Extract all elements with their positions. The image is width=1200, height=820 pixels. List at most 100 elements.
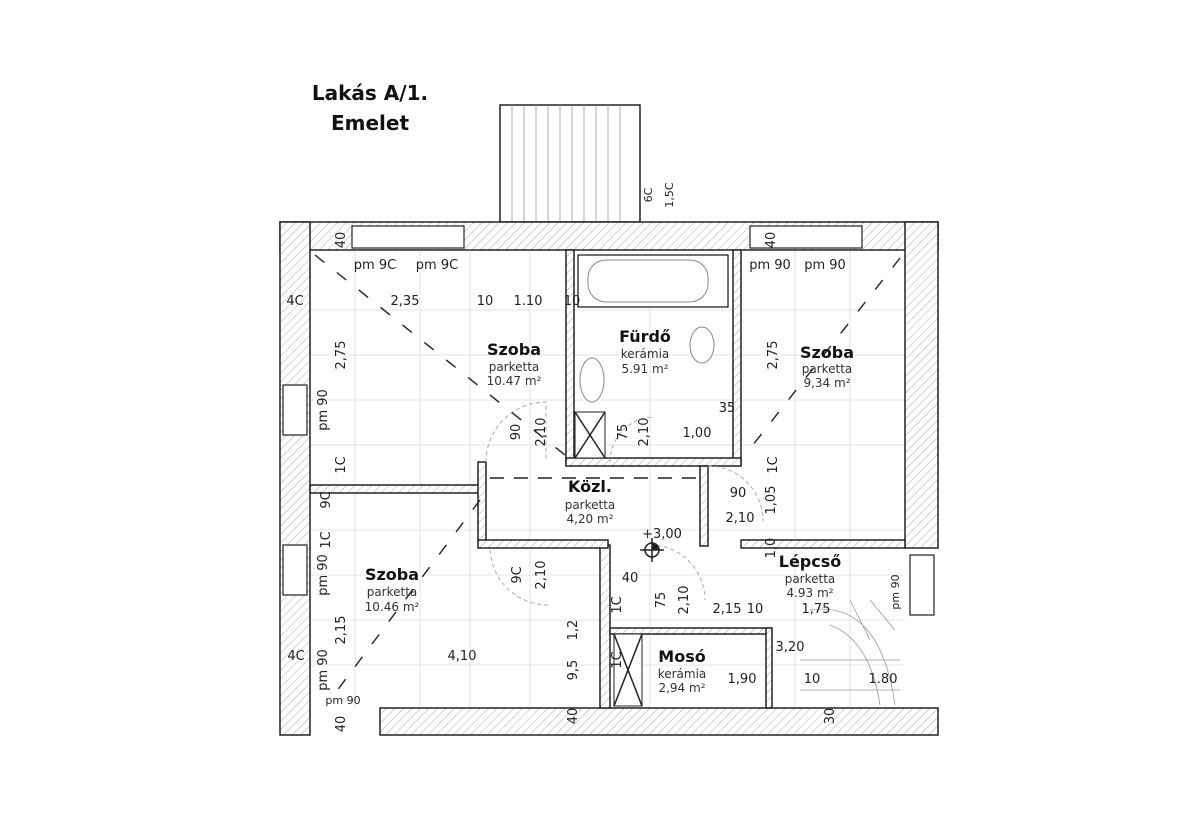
svg-text:kerámia: kerámia	[621, 347, 670, 361]
dimension-label: 2,10	[534, 561, 549, 590]
room-moso: Mosó kerámia 2,94 m²	[658, 647, 707, 695]
room-furdo: Fürdő kerámia 5.91 m²	[619, 327, 671, 376]
dimension-label: 1,90	[728, 672, 757, 687]
dimension-label: 1.10	[514, 294, 543, 309]
dimension-label: 9,5	[566, 660, 581, 681]
svg-text:10.46 m²: 10.46 m²	[365, 600, 420, 614]
dimension-label: pm 9C	[354, 258, 396, 273]
outer-walls	[279, 221, 939, 736]
dimension-label: 1C	[319, 531, 334, 548]
svg-text:10.47 m²: 10.47 m²	[487, 374, 542, 388]
dimension-label: 40	[334, 232, 349, 249]
room-szoba-1: Szoba parketta 10.47 m²	[487, 340, 542, 388]
dimension-label: 1,5C	[663, 182, 676, 207]
svg-text:Mosó: Mosó	[658, 647, 705, 666]
room-szoba-2: Szoba parketta 9,34 m²	[800, 343, 854, 390]
dimension-label: 9C	[510, 566, 525, 583]
door-swings	[485, 401, 764, 606]
dimension-label: 2,75	[766, 341, 781, 370]
shaft	[574, 411, 643, 707]
dimension-label: 4C	[287, 649, 304, 664]
plan-title-apartment: Lakás A/1.	[311, 81, 429, 105]
dimension-label: 2,10	[726, 511, 755, 526]
window	[282, 544, 308, 596]
svg-text:Szoba: Szoba	[800, 343, 854, 362]
window	[282, 384, 308, 436]
dimension-label: 1,0	[764, 538, 779, 559]
dimension-label: 1C	[766, 456, 781, 473]
balcony	[499, 104, 641, 223]
dimension-label: 90	[730, 486, 747, 501]
dimension-label: 10	[477, 294, 494, 309]
dimension-label: 30	[823, 708, 838, 725]
washbasin	[579, 357, 605, 403]
svg-text:parketta: parketta	[489, 360, 540, 374]
dimension-label: 6C	[642, 187, 655, 202]
dimension-label: 2,15	[713, 602, 742, 617]
svg-text:kerámia: kerámia	[658, 667, 707, 681]
dimension-label: 1C	[610, 596, 625, 613]
svg-text:Szoba: Szoba	[365, 565, 419, 584]
room-lepcso: Lépcső parketta 4.93 m²	[779, 552, 842, 600]
dimension-labels: pm 9C pm 9C 2,35 10 1.10 10 40 4C 2,75 p…	[286, 182, 902, 732]
dimension-label: 1,75	[802, 602, 831, 617]
dimension-label: 75	[654, 592, 669, 609]
dimension-label: 4,10	[448, 649, 477, 664]
staircase	[800, 599, 900, 706]
svg-text:parketta: parketta	[802, 362, 853, 376]
toilet	[689, 326, 715, 364]
dimension-label: 40	[334, 716, 349, 733]
dimension-label: pm 90	[316, 649, 331, 691]
window	[909, 554, 935, 616]
window	[351, 225, 465, 249]
plan-title: Lakás A/1. Emelet	[300, 78, 440, 138]
dimension-label: pm 9C	[416, 258, 458, 273]
svg-text:Szoba: Szoba	[487, 340, 541, 359]
window	[749, 225, 863, 249]
dimension-label: +3,00	[642, 527, 682, 542]
svg-text:Fürdő: Fürdő	[619, 327, 671, 346]
dimension-label: pm 90	[325, 694, 360, 707]
dimension-label: 3,20	[776, 640, 805, 655]
svg-text:Közl.: Közl.	[568, 477, 612, 496]
svg-text:parketta: parketta	[785, 572, 836, 586]
dimension-label: 2,15	[334, 616, 349, 645]
room-kozl: Közl. parketta 4,20 m²	[565, 477, 616, 526]
svg-text:parketta: parketta	[565, 498, 616, 512]
dimension-label: 10	[564, 294, 581, 309]
svg-text:5.91 m²: 5.91 m²	[621, 362, 668, 376]
level-marker	[640, 538, 664, 562]
bathtub	[577, 254, 729, 308]
dimension-label: 2,75	[334, 341, 349, 370]
dimension-label: 1,2	[566, 620, 581, 641]
dimension-label: 2,10	[534, 418, 549, 447]
svg-text:2,94 m²: 2,94 m²	[658, 681, 705, 695]
dimension-label: 10	[804, 672, 821, 687]
dimension-label: pm 90	[316, 554, 331, 596]
dimension-label: 2,10	[677, 586, 692, 615]
dimension-label: 1,05	[764, 486, 779, 515]
dimension-label: 35	[719, 401, 736, 416]
dimension-label: pm 90	[889, 574, 902, 609]
dimension-label: pm 90	[749, 258, 791, 273]
dimension-label: 40	[764, 232, 779, 249]
dimension-label: 2,10	[637, 418, 652, 447]
svg-text:9,34 m²: 9,34 m²	[803, 376, 850, 390]
dimension-label: pm 90	[316, 389, 331, 431]
dimension-label: 9C	[319, 491, 334, 508]
dimension-label: 10	[747, 602, 764, 617]
svg-text:4,20 m²: 4,20 m²	[566, 512, 613, 526]
dimension-label: 2,35	[391, 294, 420, 309]
svg-text:parketta: parketta	[367, 585, 418, 599]
dimension-label: 1,00	[683, 426, 712, 441]
dimension-label: 1.80	[869, 672, 898, 687]
dimension-label: 1C	[334, 456, 349, 473]
dimension-label: 40	[566, 708, 581, 725]
room-szoba-3: Szoba parketta 10.46 m²	[365, 565, 420, 614]
dimension-label: 1C	[610, 651, 625, 668]
plan-title-floor: Emelet	[330, 111, 410, 135]
dimension-label: 4C	[286, 294, 303, 309]
dimension-label: 90	[509, 424, 524, 441]
dimension-label: 40	[622, 571, 639, 586]
